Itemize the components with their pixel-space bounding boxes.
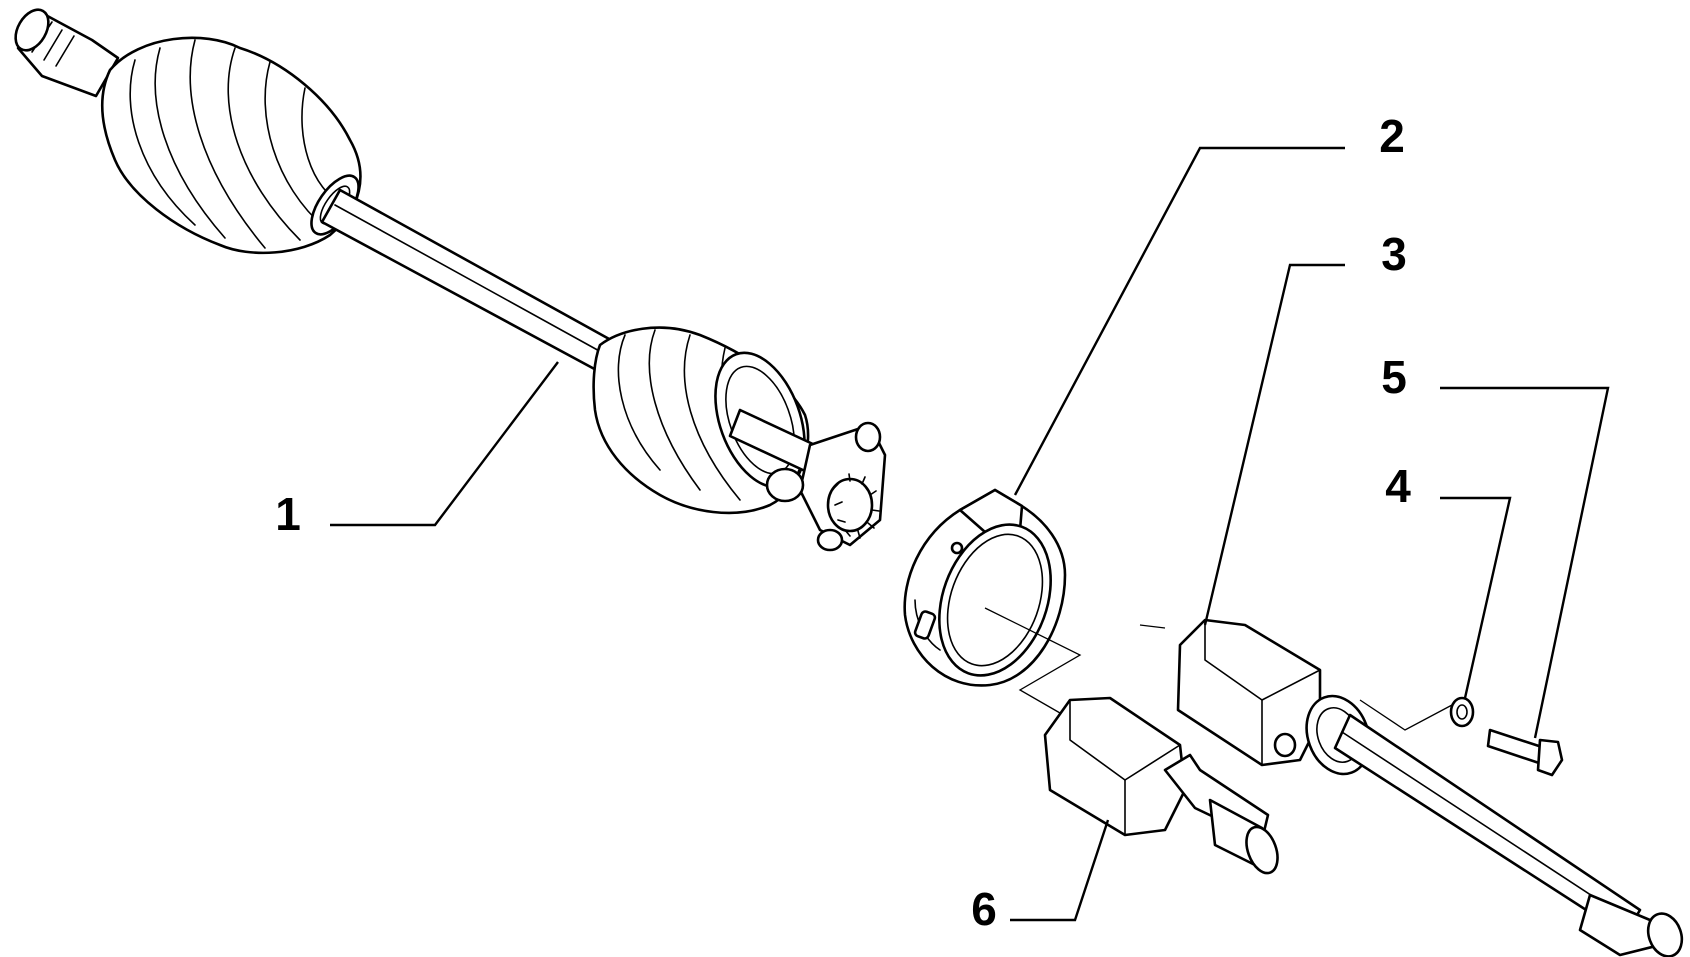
callout-4: 4: [1385, 460, 1411, 512]
outer-spline-stub: [14, 8, 120, 98]
washer[interactable]: [1449, 696, 1475, 728]
drive-shaft-assembly[interactable]: [9, 4, 887, 552]
bolt[interactable]: [1486, 728, 1564, 777]
inner-cv-boot: [592, 326, 810, 515]
callout-6: 6: [971, 883, 997, 935]
callout-5: 5: [1381, 351, 1407, 403]
callout-2: 2: [1379, 110, 1405, 162]
boot-clamp-ring[interactable]: [903, 488, 1071, 691]
inner-joint-housing[interactable]: [1043, 696, 1283, 877]
tripod-joint: [728, 408, 887, 552]
inner-joint-with-shaft[interactable]: [1176, 618, 1688, 957]
leader-lines: [330, 146, 1610, 922]
alignment-lines: [984, 607, 1453, 731]
callout-3: 3: [1381, 228, 1407, 280]
callout-1: 1: [275, 488, 301, 540]
intermediate-shaft: [320, 188, 622, 374]
